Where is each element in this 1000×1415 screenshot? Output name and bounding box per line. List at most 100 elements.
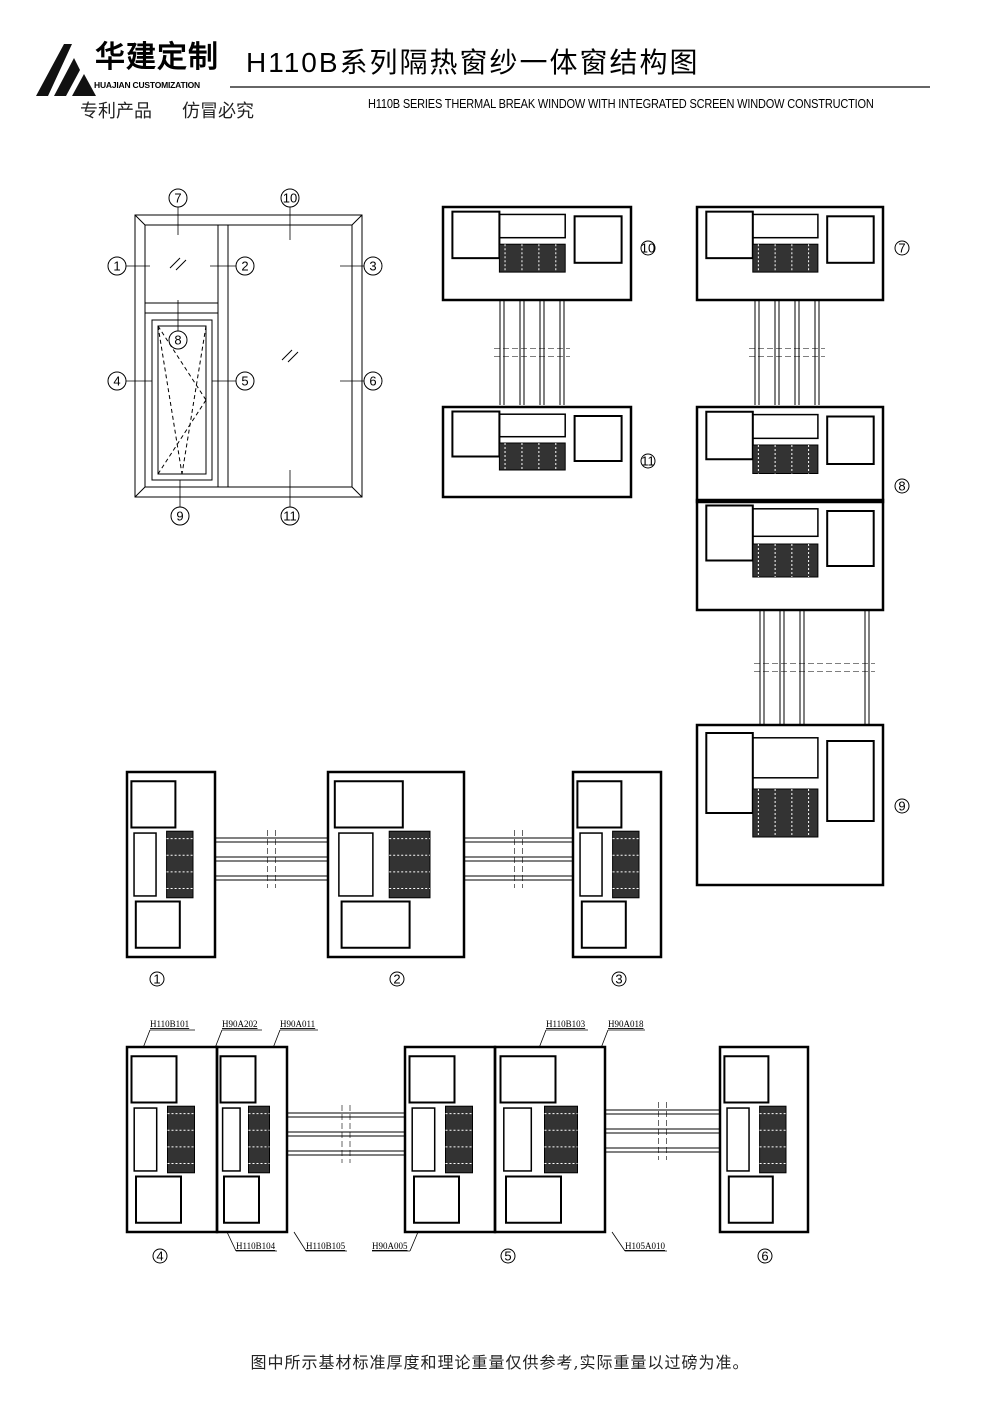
callout-ring [894,240,910,256]
glass-panes [494,300,570,405]
callout-number: 10 [641,241,655,256]
profile-cluster [403,1045,497,1234]
profile-cluster [493,1045,607,1234]
callout-number: 2 [241,259,248,274]
callout-ring [235,256,255,276]
callout-circle: 5 [235,371,255,391]
callout-number: 11 [283,509,297,524]
callout-circle: 3 [363,256,383,276]
callout-circle: 7 [168,188,188,208]
part-code: H90A005 [372,1241,408,1251]
callout-number: 3 [369,259,376,274]
brand-name: 华建定制 [95,40,219,75]
callout-circle: 11 [280,506,300,526]
callout-ring [107,256,127,276]
callout-circle: 2 [389,971,405,987]
callout-ring [894,478,910,494]
part-callouts [142,1029,667,1252]
callout-number: 6 [761,1249,768,1264]
callout-number: 2 [393,972,400,987]
glass-panes [287,1105,405,1163]
callout-ring [170,506,190,526]
callout-circle: 10 [640,240,656,256]
section-drawings: 10 11 7 8 9 1 2 3 4 5 6 [125,205,910,1264]
patent-text: 专利产品 [80,101,152,122]
callout-circle: 9 [170,506,190,526]
callout-number: 7 [898,241,905,256]
profile-cluster [125,770,217,959]
callout-circle: 1 [149,971,165,987]
callout-ring [168,188,188,208]
profile-cluster [695,723,885,887]
glass-panes [464,830,573,888]
part-code: H110B105 [306,1241,346,1251]
glass-panes [605,1102,720,1160]
callout-number: 4 [156,1249,163,1264]
profile-cluster [695,498,885,612]
footer-note: 图中所示基材标准厚度和理论重量仅供参考,实际重量以过磅为准。 [250,1353,750,1372]
page-subtitle: H110B SERIES THERMAL BREAK WINDOW WITH I… [368,97,874,111]
callout-ring [168,330,188,350]
glass-panes [749,300,825,405]
brand-name-en: HUAJIAN CUSTOMIZATION [94,80,200,90]
callout-circle: 4 [107,371,127,391]
title-divider [230,86,930,88]
callout-ring [640,453,656,469]
callout-circle: 8 [168,330,188,350]
callout-circle: 6 [363,371,383,391]
part-code: H90A202 [222,1019,258,1029]
window-elevation [134,214,363,498]
callout-ring [363,371,383,391]
profile-cluster [718,1045,810,1234]
callout-number: 6 [369,374,376,389]
profile-cluster [326,770,466,959]
callout-circle: 8 [894,478,910,494]
callout-circle: 5 [500,1248,516,1264]
callout-number: 8 [174,333,181,348]
callout-circle: 11 [640,453,656,469]
callout-ring [107,371,127,391]
callout-ring [280,188,300,208]
part-code: H110B104 [236,1241,276,1251]
callout-circle: 1 [107,256,127,276]
callout-ring [363,256,383,276]
callout-number: 9 [176,509,183,524]
callout-circle: 10 [280,188,300,208]
callout-ring [894,798,910,814]
callout-ring [149,971,165,987]
callout-number: 3 [615,972,622,987]
callout-number: 8 [898,479,905,494]
callout-number: 5 [241,374,248,389]
part-code: H90A018 [608,1019,644,1029]
callout-number: 4 [113,374,120,389]
part-code: H110B101 [150,1019,189,1029]
callout-circle: 3 [611,971,627,987]
elevation-callouts: 1 2 3 4 5 6 7 8 9 10 11 [107,188,383,526]
callout-number: 10 [283,191,297,206]
callout-number: 1 [113,259,120,274]
profile-cluster [441,205,633,302]
profile-cluster [441,405,633,499]
callout-circle: 6 [757,1248,773,1264]
glass-panes [754,610,875,725]
callout-number: 7 [174,191,181,206]
callout-ring [757,1248,773,1264]
callout-number: 9 [898,799,905,814]
part-code: H110B103 [546,1019,586,1029]
counterfeit-warning: 仿冒必究 [182,101,254,122]
callout-ring [389,971,405,987]
callout-ring [280,506,300,526]
callout-ring [235,371,255,391]
callout-ring [500,1248,516,1264]
callout-circle: 2 [235,256,255,276]
callout-number: 11 [641,454,655,469]
callout-circle: 4 [152,1248,168,1264]
part-code: H90A011 [280,1019,315,1029]
logo-mark [36,44,96,96]
callout-ring [152,1248,168,1264]
profile-cluster [125,1045,219,1234]
profile-cluster [571,770,663,959]
callout-number: 1 [153,972,160,987]
callout-ring [611,971,627,987]
